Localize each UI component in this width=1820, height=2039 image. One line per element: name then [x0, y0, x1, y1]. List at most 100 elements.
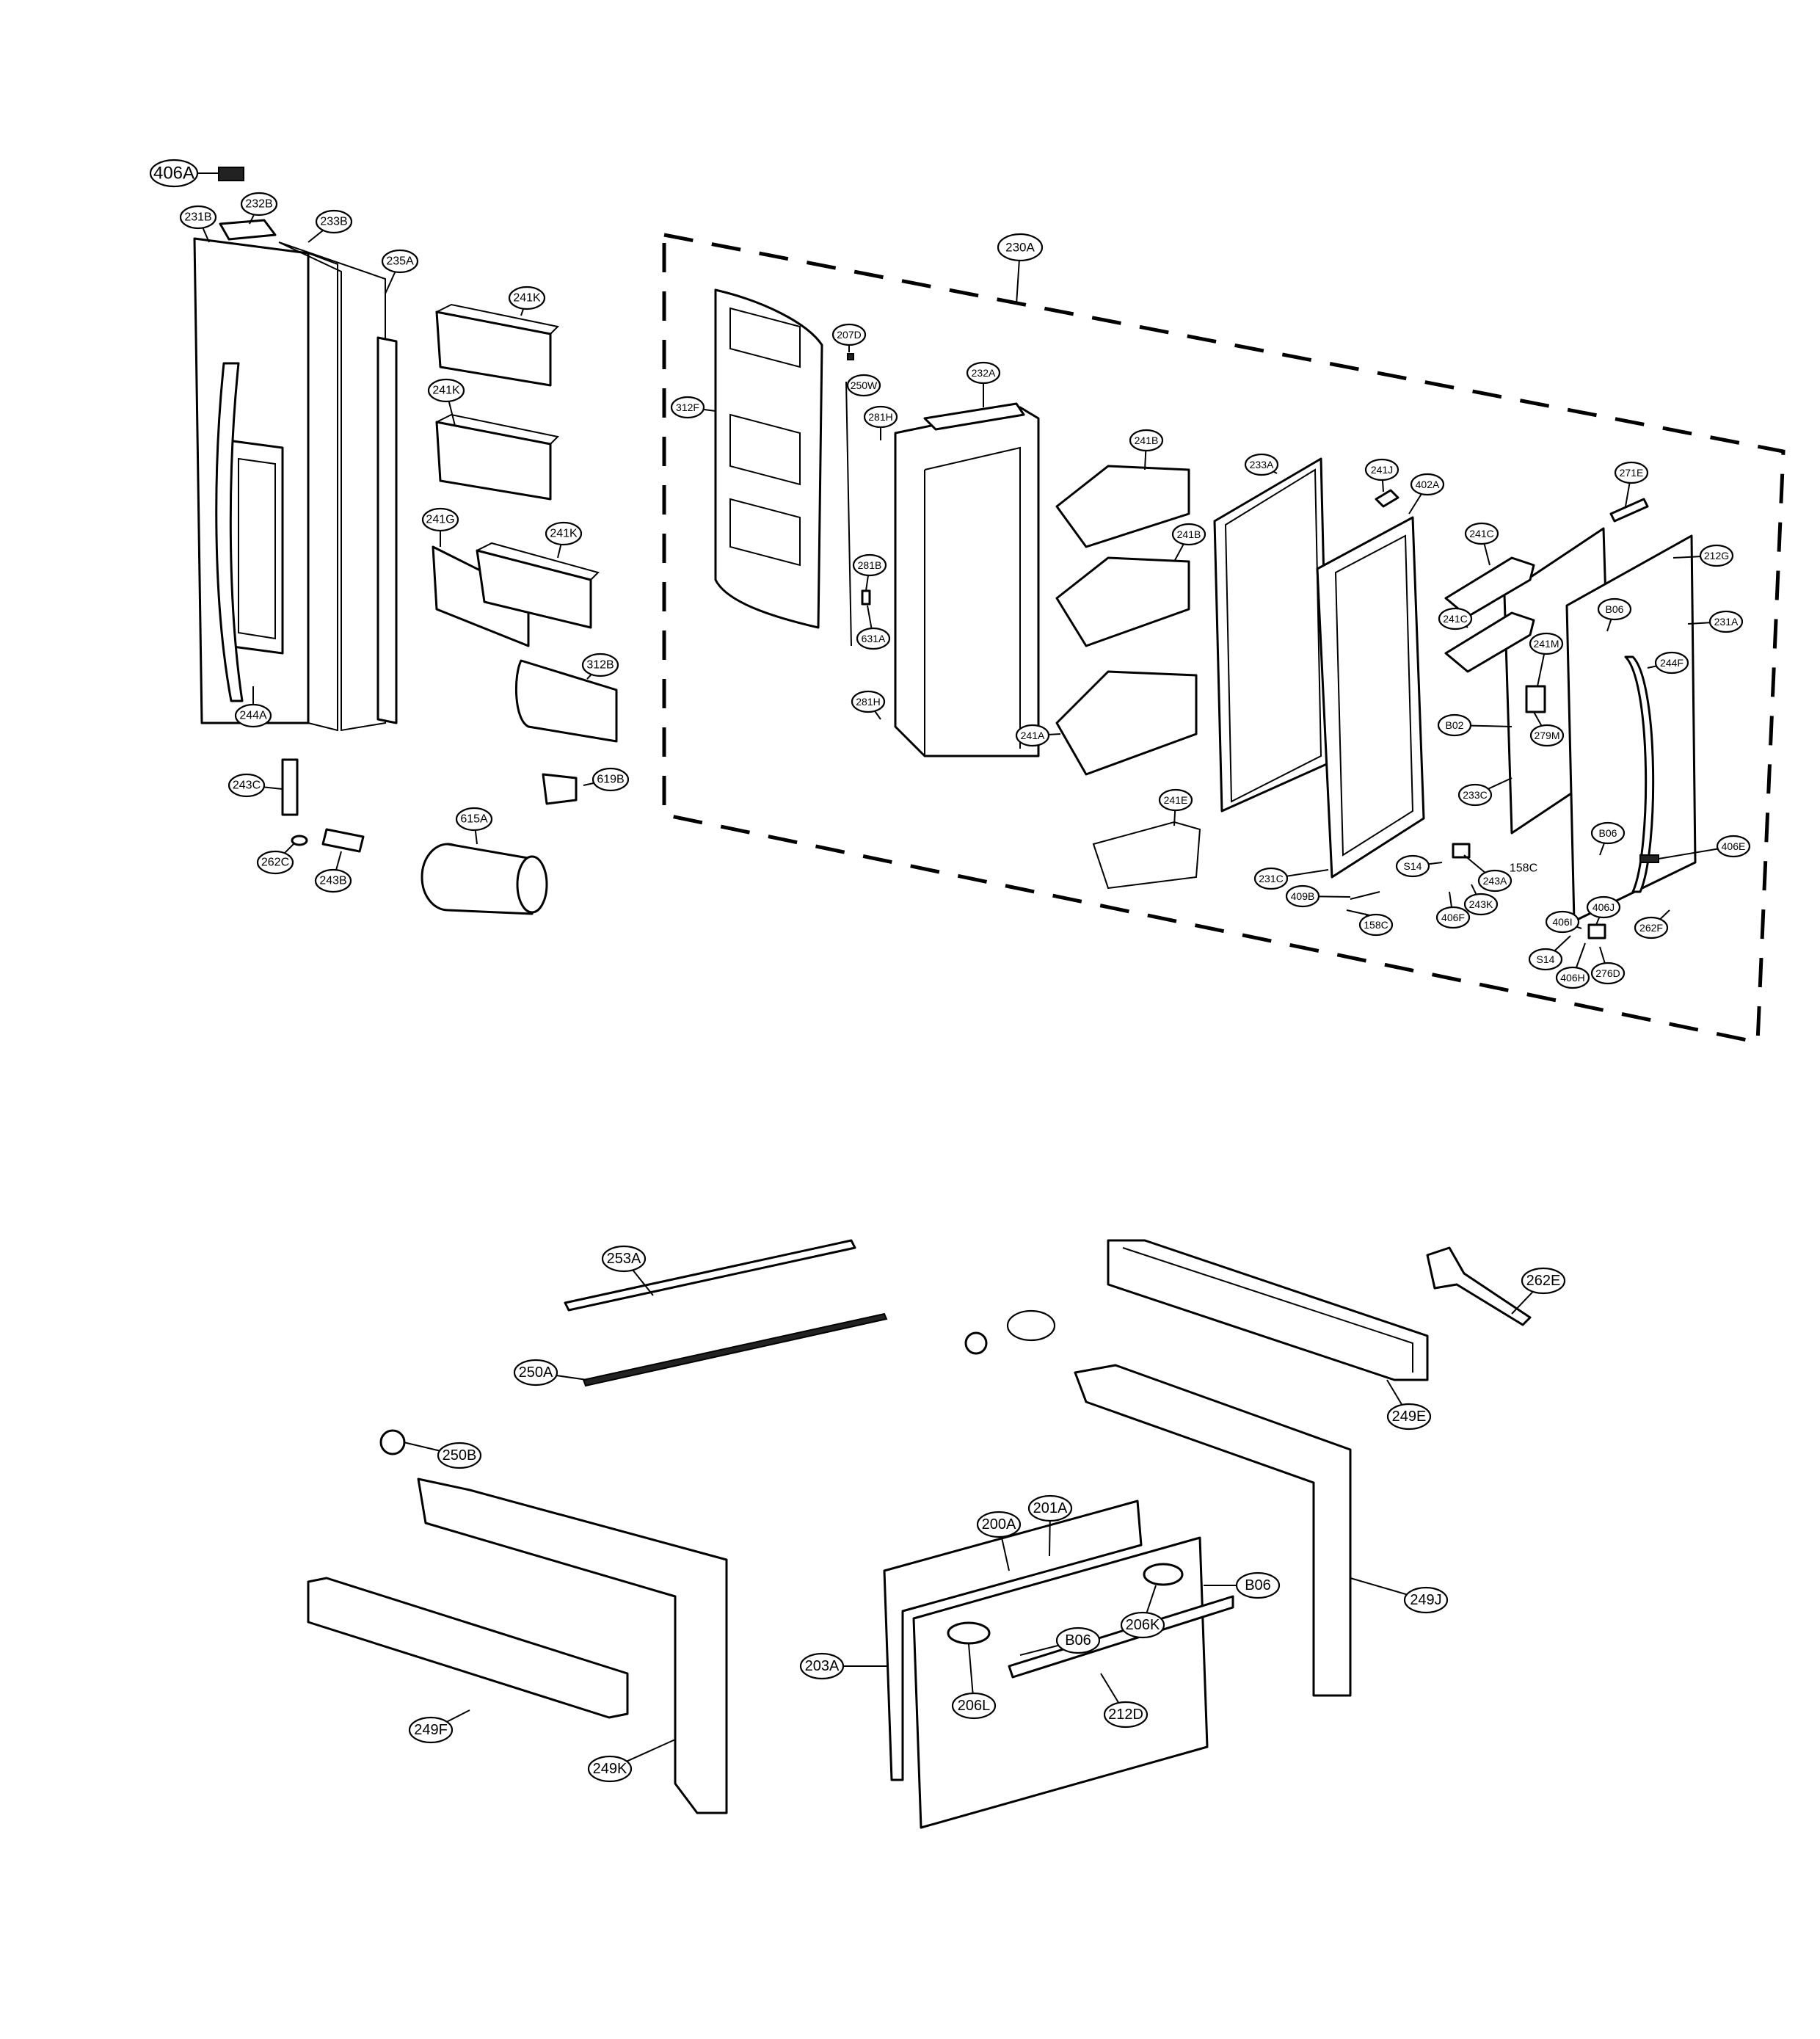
leader-line — [1658, 848, 1718, 859]
callout-text: 203A — [805, 1658, 840, 1674]
callout-249j-71: 249J — [1350, 1577, 1449, 1614]
callout-615a-14: 615A — [455, 807, 493, 845]
callout-200a-63: 200A — [976, 1511, 1022, 1571]
callout-ellipse — [1529, 632, 1564, 655]
callout-ellipse — [149, 159, 199, 188]
callout-244f-43: 244F — [1647, 651, 1689, 675]
callout-241a-27: 241A — [1015, 724, 1061, 747]
callout-text: 244F — [1660, 657, 1684, 669]
part-233b-gasket — [278, 241, 386, 732]
part-232b-drawing — [219, 219, 277, 241]
callout-ellipse — [427, 378, 465, 403]
callout-ellipse — [508, 286, 546, 310]
leader-line — [263, 786, 283, 790]
callout-ellipse — [863, 405, 898, 429]
callout-ellipse — [1129, 429, 1164, 452]
part-243c-drawing — [281, 758, 299, 816]
callout-text: 619B — [597, 774, 624, 786]
callout-text: 312B — [586, 659, 614, 672]
leader-line — [1146, 1585, 1157, 1613]
callout-232a-24: 232A — [966, 361, 1001, 407]
leader-line — [446, 1709, 470, 1723]
callout-text: 212D — [1108, 1707, 1143, 1723]
callout-text: 241M — [1533, 638, 1559, 650]
part-206l-drawing — [947, 1621, 991, 1645]
leader-line — [874, 710, 881, 720]
callout-text: 200A — [982, 1516, 1016, 1533]
callout-243b-13: 243B — [314, 851, 352, 893]
part-249e-rail — [1107, 1239, 1429, 1381]
callout-ellipse — [315, 209, 353, 234]
callout-b02-37: B02 — [1437, 713, 1513, 737]
callout-text: 241B — [1177, 528, 1201, 540]
lower-parts-drawings — [307, 1239, 1532, 1829]
free-text-158c: 158C — [1510, 862, 1537, 875]
callout-text: 262C — [261, 857, 289, 869]
callout-ellipse — [976, 1511, 1022, 1538]
part-250b-gear — [379, 1429, 406, 1455]
callout-ellipse — [1437, 713, 1472, 737]
callout-281h-20: 281H — [863, 405, 898, 440]
part-233a-gasket — [1213, 457, 1330, 813]
callout-ellipse — [951, 1692, 997, 1720]
callout-ellipse — [846, 374, 881, 397]
callout-ellipse — [1716, 835, 1751, 858]
callout-ellipse — [1529, 724, 1565, 747]
callout-ellipse — [1457, 783, 1493, 807]
callout-ellipse — [587, 1755, 633, 1783]
leader-line — [1019, 1644, 1059, 1656]
leader-line — [586, 674, 592, 680]
callout-262e-60: 262E — [1511, 1267, 1566, 1315]
callout-text: 231B — [184, 211, 211, 224]
callout-ellipse — [1708, 610, 1744, 633]
callout-ellipse — [1699, 544, 1734, 567]
callout-ellipse — [1015, 724, 1050, 747]
callout-text: 233C — [1463, 789, 1487, 801]
callout-233c-39: 233C — [1457, 777, 1513, 807]
leader-line — [1537, 653, 1546, 687]
part-271e-drawing — [1609, 498, 1649, 523]
leader-line — [1687, 622, 1711, 625]
callout-262c-12: 262C — [256, 843, 294, 875]
callout-ellipse — [1158, 788, 1193, 812]
callout-text: 241E — [1164, 794, 1188, 806]
callout-text: 231C — [1259, 873, 1283, 884]
part-249j-bracket — [1074, 1364, 1352, 1697]
part-615a-motor — [421, 843, 548, 915]
callout-text: S14 — [1404, 860, 1422, 872]
callout-ellipse — [592, 767, 630, 792]
part-232a-liner — [894, 402, 1040, 757]
part-241c-lower — [1444, 611, 1535, 673]
callout-ellipse — [1103, 1701, 1149, 1729]
leader-line — [1463, 854, 1486, 873]
leader-line — [1000, 1536, 1010, 1571]
callout-241k-5: 241K — [508, 286, 546, 316]
callout-241j-30: 241J — [1364, 458, 1399, 493]
callout-276d-55: 276D — [1590, 946, 1626, 985]
part-203a-gasket — [883, 1500, 1143, 1781]
callout-ellipse — [1586, 895, 1621, 919]
callout-ellipse — [1654, 651, 1689, 675]
leader-line — [249, 214, 255, 225]
callout-409b-49: 409B — [1285, 884, 1351, 908]
callout-blank-74 — [1006, 1309, 1056, 1342]
callout-b06-44: B06 — [1590, 821, 1626, 856]
callout-ellipse — [1364, 458, 1399, 481]
callout-text: 276D — [1595, 967, 1620, 979]
leader-line — [632, 1269, 654, 1296]
callout-ellipse — [1358, 913, 1394, 937]
callout-ellipse — [545, 521, 583, 546]
callout-text: 243K — [1469, 898, 1493, 910]
callout-233b-3: 233B — [307, 209, 353, 243]
callout-ellipse — [966, 361, 1001, 385]
door-bins-right — [1055, 465, 1201, 890]
leader-line — [307, 230, 324, 243]
callout-b06-65: B06 — [1204, 1571, 1281, 1599]
leader-line — [1408, 493, 1422, 515]
callout-631a-22: 631A — [856, 605, 891, 650]
leader-line — [1016, 260, 1020, 305]
callout-text: B06 — [1245, 1577, 1271, 1593]
callout-ellipse — [831, 323, 867, 346]
callout-ellipse — [1171, 523, 1206, 546]
callout-231c-40: 231C — [1253, 867, 1329, 890]
